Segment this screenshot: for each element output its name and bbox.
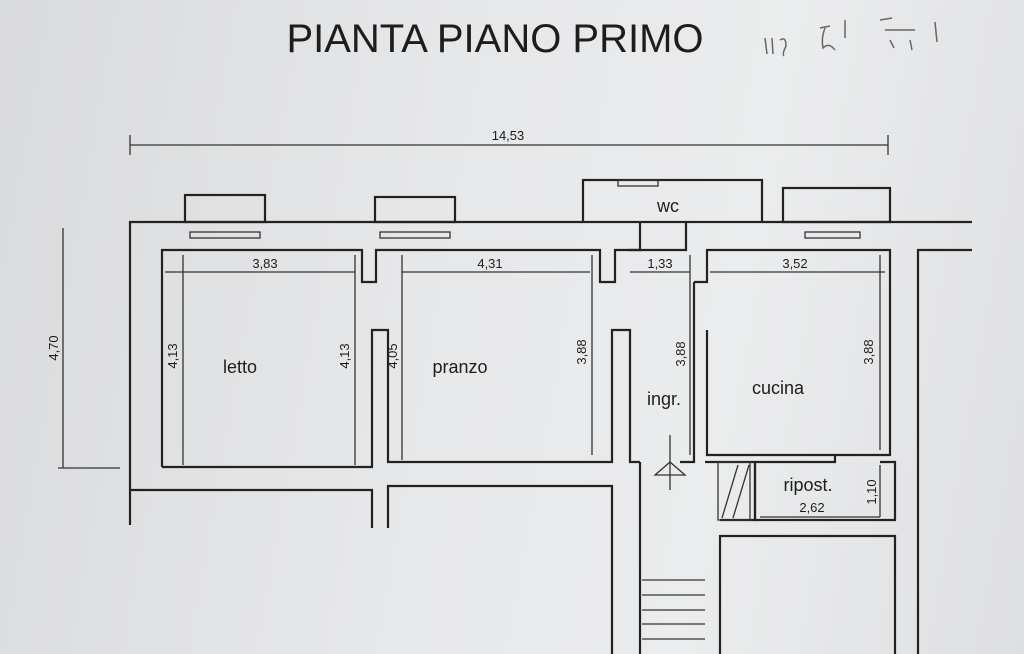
- room-label-letto: letto: [223, 357, 257, 377]
- dim-ingresso-width: 1,33: [647, 256, 672, 271]
- dim-ripostiglio-depth: 1,10: [864, 479, 879, 504]
- room-label-ripostiglio: ripost.: [783, 475, 832, 495]
- dim-pranzo-depth-left: 4,05: [385, 343, 400, 368]
- dim-cucina-depth: 3,88: [861, 339, 876, 364]
- entrance-arrow-icon: [653, 435, 687, 490]
- dim-ripostiglio-width: 2,62: [799, 500, 824, 515]
- dim-letto-width: 3,83: [252, 256, 277, 271]
- dim-ingresso-depth: 3,88: [673, 341, 688, 366]
- handwritten-note: [764, 17, 938, 57]
- svg-text:4,70: 4,70: [46, 335, 61, 360]
- svg-text:14,53: 14,53: [492, 128, 525, 143]
- dim-letto-depth-right: 4,13: [337, 343, 352, 368]
- dim-letto-depth-left: 4,13: [165, 343, 180, 368]
- dim-pranzo-width: 4,31: [477, 256, 502, 271]
- walls: [128, 220, 972, 654]
- dim-cucina-width: 3,52: [782, 256, 807, 271]
- room-label-ingresso: ingr.: [647, 389, 681, 409]
- room-label-wc: wc: [656, 196, 679, 216]
- room-label-pranzo: pranzo: [432, 357, 487, 377]
- dimension-lines: [165, 255, 885, 518]
- plan-title: PIANTA PIANO PRIMO: [286, 17, 703, 61]
- room-label-cucina: cucina: [752, 378, 805, 398]
- dim-pranzo-depth-right: 3,88: [574, 339, 589, 364]
- overall-width-dimension: 14,53: [129, 128, 889, 155]
- windows: [183, 178, 892, 239]
- stairs: [642, 461, 751, 640]
- overall-depth-dimension: 4,70: [46, 228, 120, 469]
